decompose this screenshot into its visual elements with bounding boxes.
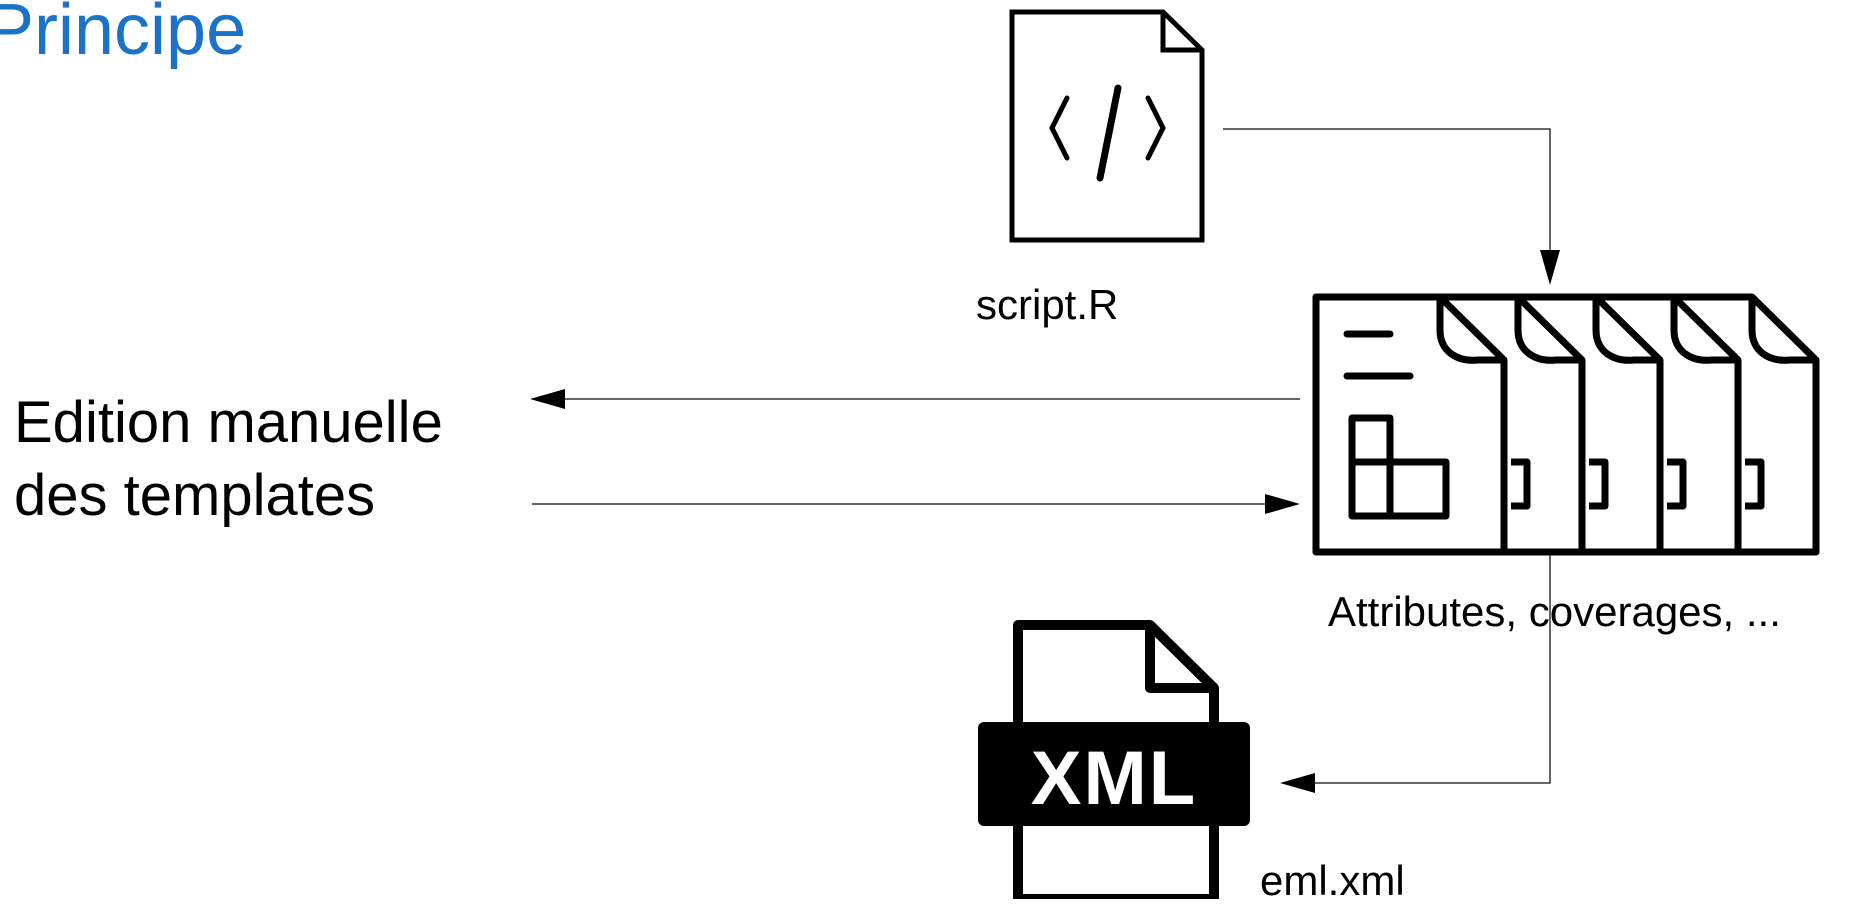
arrowheads <box>530 250 1560 793</box>
eml-file-caption: eml.xml <box>1260 857 1405 904</box>
script-file-caption: script.R <box>976 281 1119 328</box>
xml-file-icon: XML <box>978 620 1250 899</box>
manual-edit-label-line-1: Edition manuelle <box>14 390 443 455</box>
templates-caption: Attributes, coverages, ... <box>1328 588 1781 635</box>
manual-edit-label-line-2: des templates <box>14 463 376 528</box>
templates-to-eml-arrow <box>1310 552 1551 784</box>
xml-badge-label: XML <box>1031 736 1197 821</box>
arrowhead-left-eml <box>1280 773 1315 793</box>
xml-badge-background <box>978 722 1250 826</box>
connectors <box>532 128 1551 784</box>
stacked-file-1 <box>1312 293 1508 556</box>
arrowhead-right <box>1265 494 1300 514</box>
arrowhead-down <box>1540 250 1560 285</box>
script-to-templates-arrow <box>1223 128 1551 250</box>
arrowhead-left <box>530 389 565 409</box>
code-file-icon <box>1009 9 1205 243</box>
manual-edit-label: Edition manuelle des templates <box>14 386 443 532</box>
stacked-spreadsheet-files-icon <box>1312 293 1820 556</box>
slide-title: Principe <box>0 0 247 70</box>
